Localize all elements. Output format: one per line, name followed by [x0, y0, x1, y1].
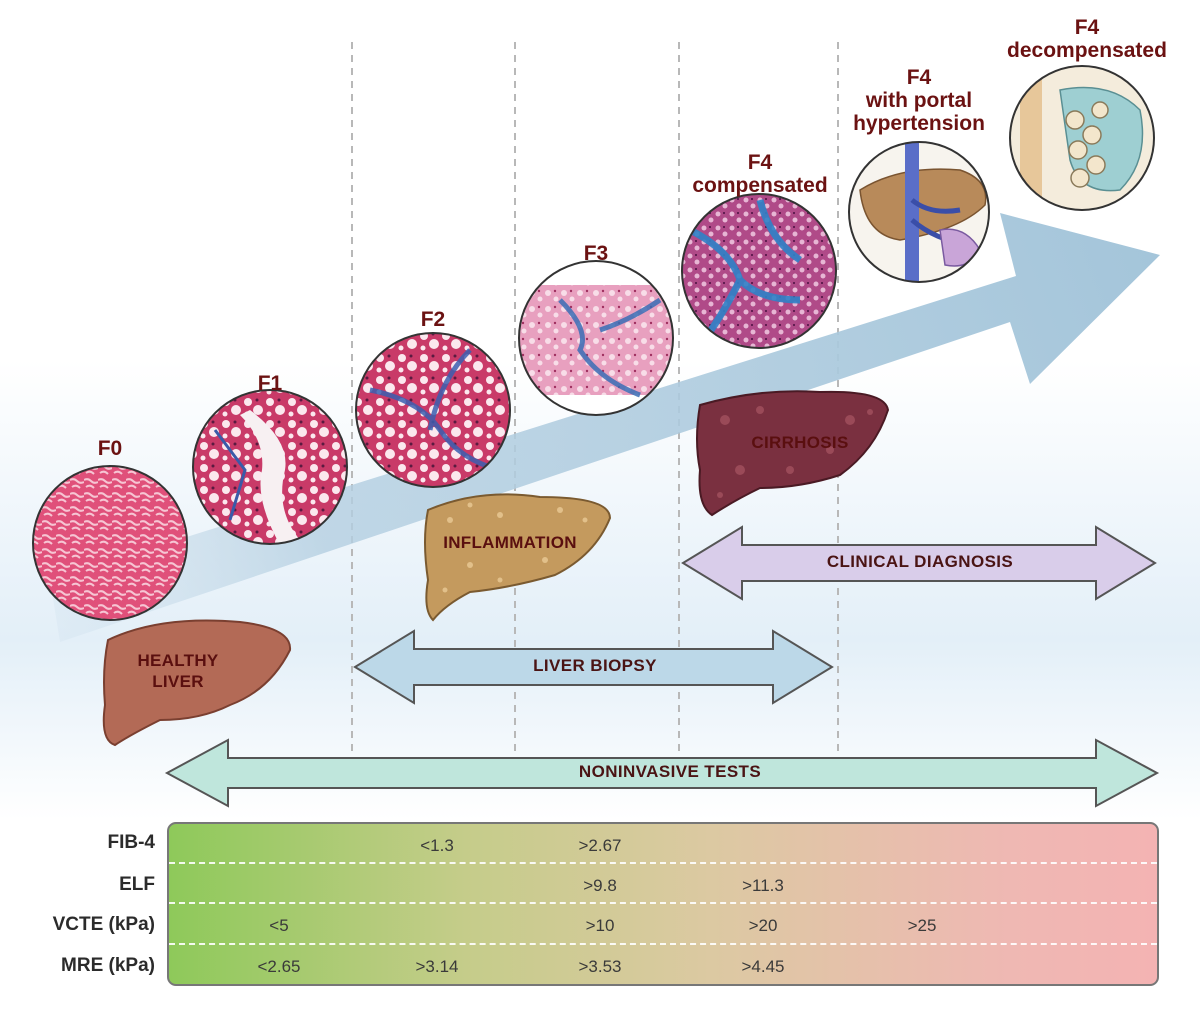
fib4-cutoff-f3: >2.67: [578, 836, 622, 855]
row-divider: [169, 943, 1157, 945]
liver-biopsy-text: LIVER BIOPSY: [533, 656, 657, 675]
stage-f0-text: F0: [97, 437, 123, 460]
stage-label-f2: F2: [403, 308, 463, 331]
stage-f4d-line2: decompensated: [1007, 39, 1167, 62]
vcte-text: VCTE (kPa): [52, 914, 155, 935]
stage-label-f3: F3: [566, 242, 626, 265]
liver-biopsy-arrow: [353, 629, 834, 705]
score-label-vcte: VCTE (kPa): [53, 914, 155, 936]
elf-cutoff-f3: >9.8: [583, 876, 617, 895]
row-divider: [169, 862, 1157, 864]
fib4-cutoff-f2: <1.3: [420, 836, 454, 855]
stage-f4p-line2: with portal: [865, 89, 973, 112]
vcte-cutoff-f3: >10: [585, 916, 615, 935]
stage-f4p-line1: F4: [906, 66, 932, 89]
healthy-liver-label: HEALTHY LIVER: [128, 650, 228, 692]
stage-label-f1: F1: [240, 372, 300, 395]
liver-biopsy-label: LIVER BIOPSY: [500, 656, 690, 676]
mre-cutoff-f0: <2.65: [257, 957, 301, 976]
noninvasive-score-panel: <1.3 >2.67 >9.8 >11.3 <5 >10 >20 >25 <2.…: [167, 822, 1159, 986]
inflammation-label: INFLAMMATION: [430, 532, 590, 553]
f4-compensated-histology-image: [681, 193, 837, 349]
stage-label-f4-compensated: F4 compensated: [680, 151, 840, 197]
ascites-illustration: [1009, 65, 1155, 211]
noninvasive-tests-label: NONINVASIVE TESTS: [520, 762, 820, 782]
progression-arrow: [50, 213, 1160, 642]
mre-cutoff-f2: >3.14: [415, 957, 459, 976]
vcte-cutoff-f4-portal: >25: [907, 916, 937, 935]
clinical-diagnosis-text: CLINICAL DIAGNOSIS: [826, 552, 1014, 571]
stage-f4c-line2: compensated: [692, 174, 828, 197]
mre-text: MRE (kPa): [61, 955, 155, 976]
f0-histology-image: [32, 465, 188, 621]
stage-label-f4-decompensated: F4 decompensated: [1002, 16, 1172, 62]
elf-cutoff-f4: >11.3: [742, 876, 784, 895]
stage-f4p-line3: hypertension: [853, 112, 985, 135]
noninvasive-tests-text: NONINVASIVE TESTS: [578, 762, 762, 781]
elf-text: ELF: [119, 874, 155, 895]
stage-f4c-line1: F4: [747, 151, 773, 174]
stage-f3-text: F3: [583, 242, 609, 265]
stage-f4d-line1: F4: [1074, 16, 1100, 39]
clinical-diagnosis-arrow: [681, 525, 1157, 601]
score-label-fib4: FIB-4: [108, 832, 156, 854]
stage-label-f4-portal-hypertension: F4 with portal hypertension: [839, 66, 999, 135]
healthy-liver-illustration: [102, 619, 292, 747]
inflamed-liver-illustration: [424, 493, 612, 622]
healthy-liver-line2: LIVER: [152, 672, 204, 691]
score-label-elf: ELF: [119, 874, 155, 896]
mre-cutoff-f4: >4.45: [741, 957, 785, 976]
f2-histology-image: [355, 332, 511, 488]
clinical-diagnosis-label: CLINICAL DIAGNOSIS: [780, 552, 1060, 572]
cirrhotic-liver-illustration: [696, 390, 890, 517]
vcte-cutoff-f4: >20: [748, 916, 778, 935]
mre-cutoff-f3: >3.53: [578, 957, 622, 976]
portal-hypertension-illustration: [848, 141, 990, 283]
stage-f2-text: F2: [420, 308, 446, 331]
inflammation-text: INFLAMMATION: [443, 533, 577, 552]
cirrhosis-text: CIRRHOSIS: [751, 433, 849, 452]
row-divider: [169, 902, 1157, 904]
stage-label-f0: F0: [80, 437, 140, 460]
f1-histology-image: [192, 389, 348, 545]
f3-histology-image: [518, 260, 674, 416]
vcte-cutoff-f0: <5: [269, 916, 289, 935]
fib4-text: FIB-4: [107, 832, 156, 853]
score-label-mre: MRE (kPa): [61, 955, 155, 977]
noninvasive-tests-arrow: [164, 738, 1160, 808]
healthy-liver-line1: HEALTHY: [137, 651, 219, 670]
stage-f1-text: F1: [257, 372, 283, 395]
cirrhosis-label: CIRRHOSIS: [740, 432, 860, 453]
